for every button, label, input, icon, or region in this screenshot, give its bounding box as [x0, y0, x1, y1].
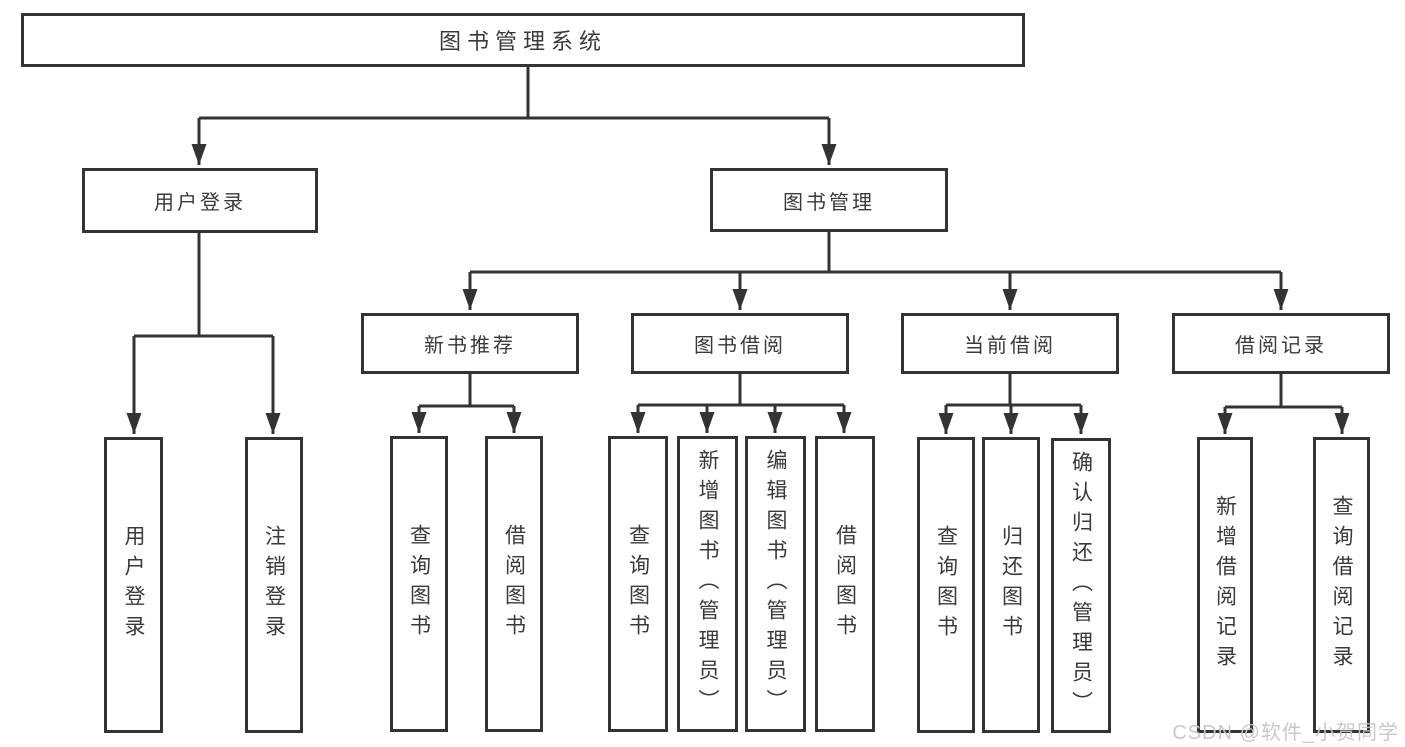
leaf-edit-book-admin: 编辑图书（管理员）	[745, 436, 806, 732]
watermark-text: CSDN @软件_小贺同学	[1172, 722, 1399, 744]
node-label: 归还图书	[999, 525, 1023, 645]
leaf-user-login: 用户登录	[104, 437, 163, 733]
node-current-borrowing: 当前借阅	[901, 313, 1119, 374]
connector-borrow-record-children	[1217, 374, 1350, 434]
leaf-return-books: 归还图书	[982, 437, 1040, 733]
leaf-logout: 注销登录	[245, 437, 303, 733]
node-label: 新增借阅记录	[1213, 495, 1237, 675]
node-label: 查询图书	[626, 524, 650, 644]
connector-book-borrow-children	[630, 374, 852, 433]
node-label: 借阅图书	[502, 524, 526, 644]
connector-new-book-children	[411, 374, 522, 433]
leaf-query-borrow-record: 查询借阅记录	[1313, 437, 1370, 733]
leaf-query-books-borrow: 查询图书	[608, 436, 668, 732]
node-label: 新书推荐	[424, 335, 516, 357]
connector-root-to-level2	[191, 67, 837, 165]
connector-user-login-children	[126, 233, 281, 434]
node-label: 借阅图书	[833, 524, 857, 644]
node-book-management: 图书管理	[710, 168, 948, 232]
node-label: 查询借阅记录	[1330, 495, 1353, 675]
node-label: 图书管理	[783, 191, 875, 214]
node-label: 查询图书	[407, 524, 431, 644]
node-book-borrowing: 图书借阅	[631, 313, 849, 374]
leaf-query-books-current: 查询图书	[917, 437, 975, 733]
node-label: 编辑图书（管理员）	[764, 449, 787, 719]
node-label: 注销登录	[262, 525, 286, 645]
connector-book-management-children	[462, 232, 1289, 310]
node-label: 确认归还（管理员）	[1069, 450, 1093, 721]
leaf-query-books-recommend: 查询图书	[390, 436, 448, 732]
node-root: 图书管理系统	[21, 13, 1025, 67]
leaf-borrow-books: 借阅图书	[815, 436, 875, 732]
node-user-login: 用户登录	[82, 168, 318, 233]
node-borrowing-records: 借阅记录	[1172, 313, 1390, 374]
node-label: 查询图书	[934, 525, 958, 645]
leaf-add-borrow-record: 新增借阅记录	[1197, 437, 1253, 733]
node-label: 新增图书（管理员）	[696, 449, 719, 719]
node-label: 用户登录	[154, 192, 246, 214]
node-label: 图书借阅	[694, 335, 786, 357]
node-new-book-recommendation: 新书推荐	[361, 313, 579, 374]
leaf-borrow-books-recommend: 借阅图书	[485, 436, 543, 732]
node-label: 借阅记录	[1235, 335, 1327, 357]
node-label: 用户登录	[122, 525, 145, 645]
node-label: 当前借阅	[964, 335, 1056, 357]
node-label: 图书管理系统	[438, 29, 607, 54]
connector-current-borrow-children	[938, 374, 1089, 434]
leaf-add-book-admin: 新增图书（管理员）	[677, 436, 738, 732]
leaf-confirm-return-admin: 确认归还（管理员）	[1051, 438, 1111, 733]
